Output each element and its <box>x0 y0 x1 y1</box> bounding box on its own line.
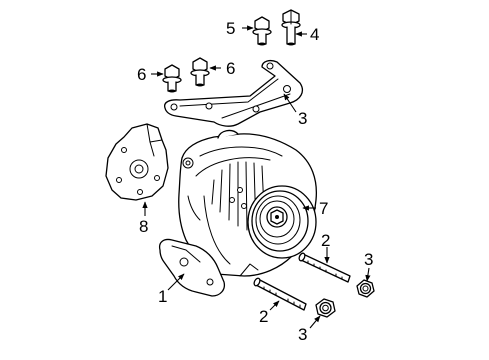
nut-right <box>356 279 375 298</box>
callout-number: 7 <box>319 199 328 218</box>
leader-3-right <box>365 267 371 282</box>
callout-number: 3 <box>298 109 307 128</box>
pulley <box>247 185 317 259</box>
mounting-bracket <box>164 60 304 127</box>
callout-number: 1 <box>158 287 167 306</box>
callout-number: 2 <box>259 307 268 326</box>
leader-2-lower <box>269 300 280 311</box>
callout-number: 3 <box>364 250 373 269</box>
leader-3-lower <box>309 315 321 329</box>
callout-number: 4 <box>310 25 319 44</box>
leader-4 <box>283 93 297 113</box>
bolt-top <box>252 16 272 46</box>
leader-1 <box>167 273 185 291</box>
callout-number: 3 <box>298 325 307 344</box>
callout-number: 2 <box>321 231 330 250</box>
stud-lower <box>253 277 307 311</box>
bolt-left <box>162 64 182 93</box>
nut-lower <box>315 298 336 318</box>
callout-number: 8 <box>139 217 148 236</box>
mounting-plate <box>105 123 169 201</box>
stud-upper <box>298 252 351 283</box>
alternator-foot <box>158 238 226 297</box>
callout-number: 6 <box>226 59 235 78</box>
bolt-long <box>281 9 301 46</box>
bolt-mid <box>190 57 210 87</box>
callout-number: 6 <box>137 65 146 84</box>
callout-number: 5 <box>226 19 235 38</box>
